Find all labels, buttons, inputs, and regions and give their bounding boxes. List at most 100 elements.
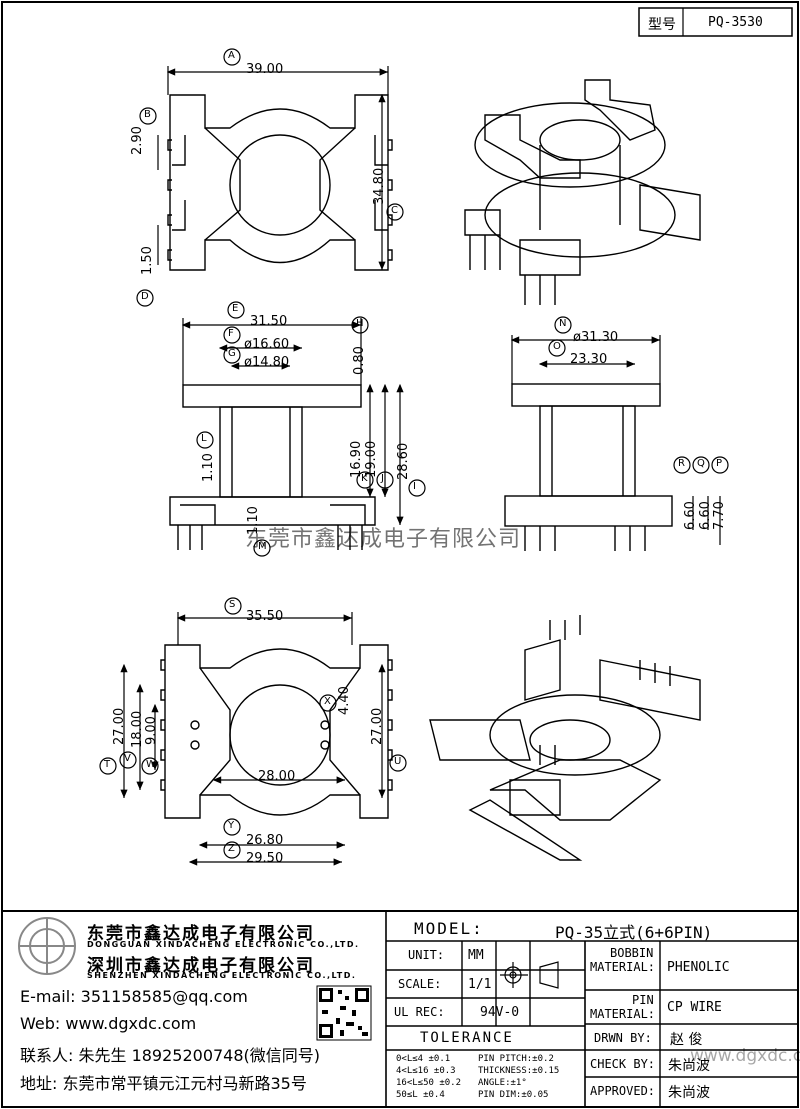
dim-u-letter: U <box>394 756 402 767</box>
dim-h-letter: H <box>356 318 364 329</box>
dim-x-value: 4.40 <box>337 686 352 715</box>
bobbin-material-label-1: BOBBIN <box>610 946 654 960</box>
check-by-label: CHECK BY: <box>590 1057 656 1071</box>
watermark-text: 东莞市鑫达成电子有限公司 <box>245 527 522 552</box>
tolerance-angle: ANGLE:±1° <box>478 1078 527 1088</box>
model-label: MODEL: <box>414 919 484 938</box>
company-name-shenzhen: 深圳市鑫达成电子有限公司 <box>87 956 315 976</box>
dim-z-value: 29.50 <box>246 851 284 866</box>
dim-s-value: 35.50 <box>246 609 284 624</box>
watermark-url: www.dgxdc.com <box>690 1046 800 1066</box>
pin-material-label-1: PIN <box>632 993 654 1007</box>
company-en-shenzhen: SHENZHEN XINDACHENG ELECTRONIC CO.,LTD. <box>87 971 357 980</box>
dim-s-letter: S <box>229 599 236 610</box>
header-box <box>638 7 793 37</box>
type-label: 型号 <box>648 17 676 33</box>
dim-v-value: 18.00 <box>130 710 145 748</box>
qr-code <box>316 985 372 1041</box>
dim-c-value: 34.80 <box>372 167 387 205</box>
bobbin-material-value: PHENOLIC <box>667 960 730 975</box>
dim-a-value: 39.00 <box>246 62 284 77</box>
dim-h-value: 0.80 <box>352 346 367 375</box>
front-view <box>169 384 376 550</box>
dim-c-letter: C <box>391 205 398 216</box>
dim-f-letter: F <box>228 328 234 339</box>
dim-d-value: 1.50 <box>140 246 155 275</box>
ul-value: 94V-0 <box>480 1005 520 1020</box>
dim-mid-value: 28.00 <box>258 769 296 784</box>
pin-material-value: CP WIRE <box>667 1000 722 1015</box>
address-text: 地址: 东莞市常平镇元江元村马新路35号 <box>20 1074 307 1093</box>
dim-k-letter: K <box>361 473 368 484</box>
dim-i-value: 28.60 <box>396 442 411 480</box>
dim-i-letter: I <box>413 481 416 492</box>
ul-label: UL REC: <box>394 1005 445 1019</box>
check-by-value: 朱尚波 <box>668 1058 710 1074</box>
dim-e-value: 31.50 <box>250 314 288 329</box>
dim-v-letter: V <box>124 753 131 764</box>
dim-p-letter: P <box>716 458 723 469</box>
drawn-by-value: 赵 俊 <box>670 1032 703 1048</box>
dim-n-letter: N <box>559 318 567 329</box>
tolerance-thickness: THICKNESS:±0.15 <box>478 1066 560 1076</box>
dim-t-letter: T <box>104 759 111 770</box>
tolerance-2: 4<L≤16 ±0.3 <box>396 1066 456 1076</box>
dim-t-value: 27.00 <box>112 707 127 745</box>
dim-m-letter: M <box>258 541 267 552</box>
web-text: Web: www.dgxdc.com <box>20 1014 197 1033</box>
dim-y-value: 26.80 <box>246 833 284 848</box>
dim-j-letter: J <box>381 473 384 484</box>
dim-x-letter: X <box>324 696 331 707</box>
approved-value: 朱尚波 <box>668 1085 710 1101</box>
dim-w-value: 9.00 <box>144 716 159 745</box>
bobbin-material-label-2: MATERIAL: <box>590 960 656 974</box>
dim-f-value: ø16.60 <box>244 337 290 352</box>
dim-e-letter: E <box>232 303 239 314</box>
iso-view-bottom <box>429 615 701 861</box>
top-view <box>167 94 393 271</box>
contact-person: 联系人: 朱先生 18925200748(微信同号) <box>20 1046 321 1065</box>
tolerance-pitch: PIN PITCH:±0.2 <box>478 1054 554 1064</box>
dim-l-letter: L <box>201 433 207 444</box>
tolerance-label: TOLERANCE <box>420 1030 514 1046</box>
company-logo <box>18 917 76 975</box>
tolerance-pin-dim: PIN DIM:±0.05 <box>478 1090 549 1100</box>
dim-l-value: 1.10 <box>201 453 216 482</box>
dim-a-letter: A <box>228 50 235 61</box>
projection-symbol <box>500 961 559 989</box>
dim-b-letter: B <box>144 109 151 120</box>
side-view <box>504 383 673 551</box>
approved-label: APPROVED: <box>590 1084 656 1098</box>
dim-r-letter: R <box>678 458 685 469</box>
dim-q-value: 6.60 <box>698 501 713 530</box>
model-value: PQ-35立式(6+6PIN) <box>555 923 713 942</box>
dim-p-value: 7.70 <box>712 501 727 530</box>
company-en-dongguan: DONGGUAN XINDACHENG ELECTRONIC CO.,LTD. <box>87 940 360 949</box>
scale-value: 1/1 <box>468 977 492 992</box>
dim-z-letter: Z <box>228 843 235 854</box>
drawn-by-label: DRWN BY: <box>594 1031 652 1045</box>
dim-d-letter: D <box>141 291 149 302</box>
scale-label: SCALE: <box>398 977 442 991</box>
dim-q-letter: Q <box>697 458 705 469</box>
dim-r-value: 6.60 <box>683 501 698 530</box>
dim-g-letter: G <box>228 348 236 359</box>
dim-g-value: ø14.80 <box>244 355 290 370</box>
company-name-dongguan: 东莞市鑫达成电子有限公司 <box>87 924 315 944</box>
iso-view-top <box>464 79 701 305</box>
dim-o-letter: O <box>553 341 561 352</box>
dim-w-letter: W <box>146 759 156 770</box>
dim-o-value: 23.30 <box>570 352 608 367</box>
pin-material-label-2: MATERIAL: <box>590 1007 656 1021</box>
tolerance-4: 50≤L ±0.4 <box>396 1090 445 1100</box>
dim-j-value: 19.00 <box>364 440 379 478</box>
tolerance-1: 0<L≤4 ±0.1 <box>396 1054 451 1064</box>
dim-y-letter: Y <box>228 820 235 831</box>
email-text: E-mail: 351158585@qq.com <box>20 987 248 1006</box>
unit-value: MM <box>468 948 484 963</box>
dim-b-value: 2.90 <box>130 126 145 155</box>
dim-n-value: ø31.30 <box>573 330 619 345</box>
